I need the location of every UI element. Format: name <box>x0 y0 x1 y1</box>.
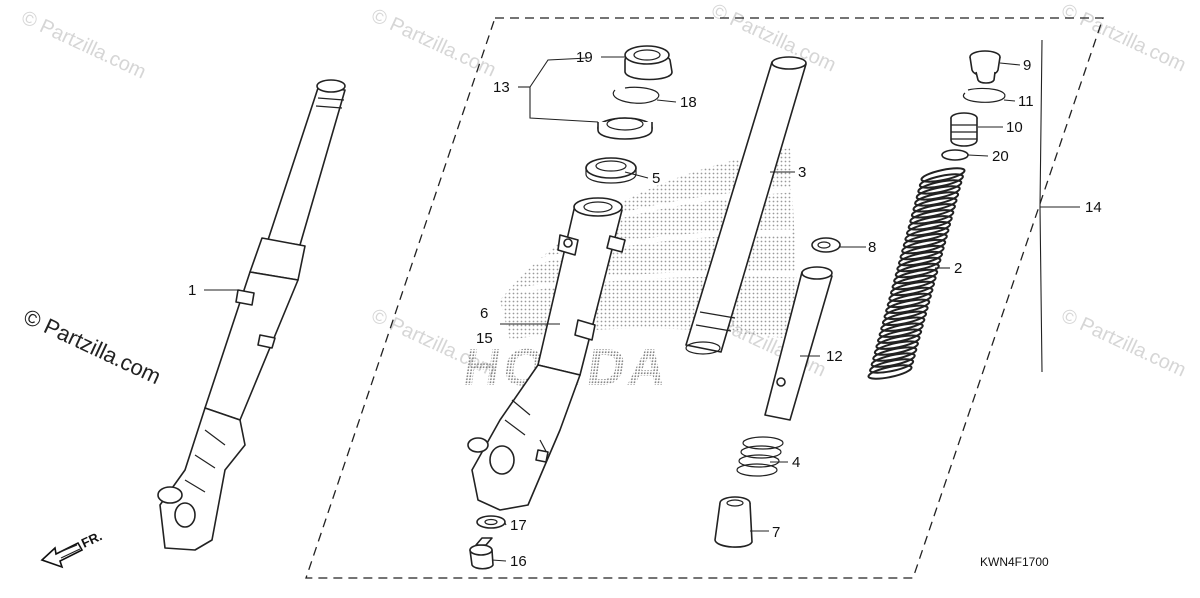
spring-coil <box>918 173 964 189</box>
spring-coil <box>894 262 940 279</box>
spring-coil <box>867 364 913 380</box>
spring-coil <box>869 358 915 374</box>
front-indicator-label: FR. <box>79 528 104 550</box>
bracket-14 <box>1039 39 1043 373</box>
spring-coil <box>902 233 948 249</box>
callout-6: 6 <box>480 305 488 322</box>
spring-coil <box>909 209 955 225</box>
callout-8: 8 <box>868 239 876 256</box>
callout-13: 13 <box>493 79 510 96</box>
fork-pipe <box>685 56 807 355</box>
spring-coil <box>905 221 952 237</box>
spring-coil <box>920 167 966 183</box>
piston-ring <box>811 237 841 253</box>
spring-coil <box>896 256 942 273</box>
spring-coil <box>904 227 950 243</box>
spring-coil <box>886 292 932 309</box>
spring-coil <box>914 191 960 207</box>
callout-labels: 1 2 3 4 5 6 7 8 9 10 11 12 13 14 15 16 1… <box>188 49 1102 570</box>
spring-coil <box>893 268 939 285</box>
oil-lock-piece <box>714 496 753 548</box>
spring-coil <box>885 298 931 314</box>
callout-16: 16 <box>510 553 527 570</box>
spring-coil <box>899 244 945 261</box>
spring-coil <box>915 185 961 201</box>
callout-3: 3 <box>798 164 806 181</box>
callout-10: 10 <box>1006 119 1023 136</box>
spring-coil <box>907 215 953 231</box>
spring-coil <box>897 250 944 267</box>
watermark-small: © Partzilla.com <box>1058 0 1189 76</box>
spring-collar <box>950 112 978 147</box>
circlip <box>612 86 660 104</box>
spring-coil <box>888 286 934 303</box>
oil-seal <box>597 117 653 140</box>
fork-assembly-left <box>157 79 346 551</box>
socket-bolt <box>469 537 494 570</box>
callout-18: 18 <box>680 94 697 111</box>
spring-coil <box>891 274 937 291</box>
leader-lines <box>204 56 1080 562</box>
callout-5: 5 <box>652 170 660 187</box>
watermark-small: © Partzilla.com <box>368 5 499 82</box>
callout-2: 2 <box>954 260 962 277</box>
fork-bottom-case <box>467 197 626 511</box>
diagram-code: KWN4F1700 <box>980 555 1049 569</box>
spring-coil <box>901 238 947 255</box>
spring-coil <box>878 322 924 338</box>
spring-coil <box>883 304 929 320</box>
callout-17: 17 <box>510 517 527 534</box>
callout-20: 20 <box>992 148 1009 165</box>
front-direction-arrow: FR. <box>40 528 104 569</box>
callout-19: 19 <box>576 49 593 66</box>
fork-bolt <box>969 50 1001 84</box>
spring-coil <box>875 334 921 350</box>
spring-coil <box>872 346 918 362</box>
callout-7: 7 <box>772 524 780 541</box>
back-up-ring <box>585 157 637 184</box>
spring-coil <box>910 203 956 219</box>
stopper-ring <box>962 87 1006 103</box>
spring-coil <box>870 352 916 368</box>
watermark-small: © Partzilla.com <box>18 7 149 84</box>
callout-12: 12 <box>826 348 843 365</box>
callout-14: 14 <box>1085 199 1102 216</box>
spring-coil <box>877 328 923 344</box>
watermark-small: © Partzilla.com <box>1058 305 1189 382</box>
watermark-main: © Partzilla.com <box>20 304 165 389</box>
callout-15: 15 <box>476 330 493 347</box>
spring-coil <box>889 280 936 297</box>
spring-coil <box>917 179 963 195</box>
callout-9: 9 <box>1023 57 1031 74</box>
assembly-boundary <box>305 17 1104 579</box>
dust-seal <box>624 45 673 81</box>
callout-4: 4 <box>792 454 800 471</box>
spring-coil <box>912 197 958 213</box>
fork-spring <box>867 167 966 380</box>
rebound-spring <box>736 436 784 477</box>
spring-coil <box>880 316 926 332</box>
spring-coil <box>881 310 928 326</box>
fork-piston <box>764 266 833 421</box>
spring-coil <box>873 340 919 356</box>
callout-11: 11 <box>1018 93 1034 110</box>
sealing-washer <box>476 515 506 529</box>
callout-1: 1 <box>188 282 196 299</box>
washer-20 <box>941 149 969 161</box>
